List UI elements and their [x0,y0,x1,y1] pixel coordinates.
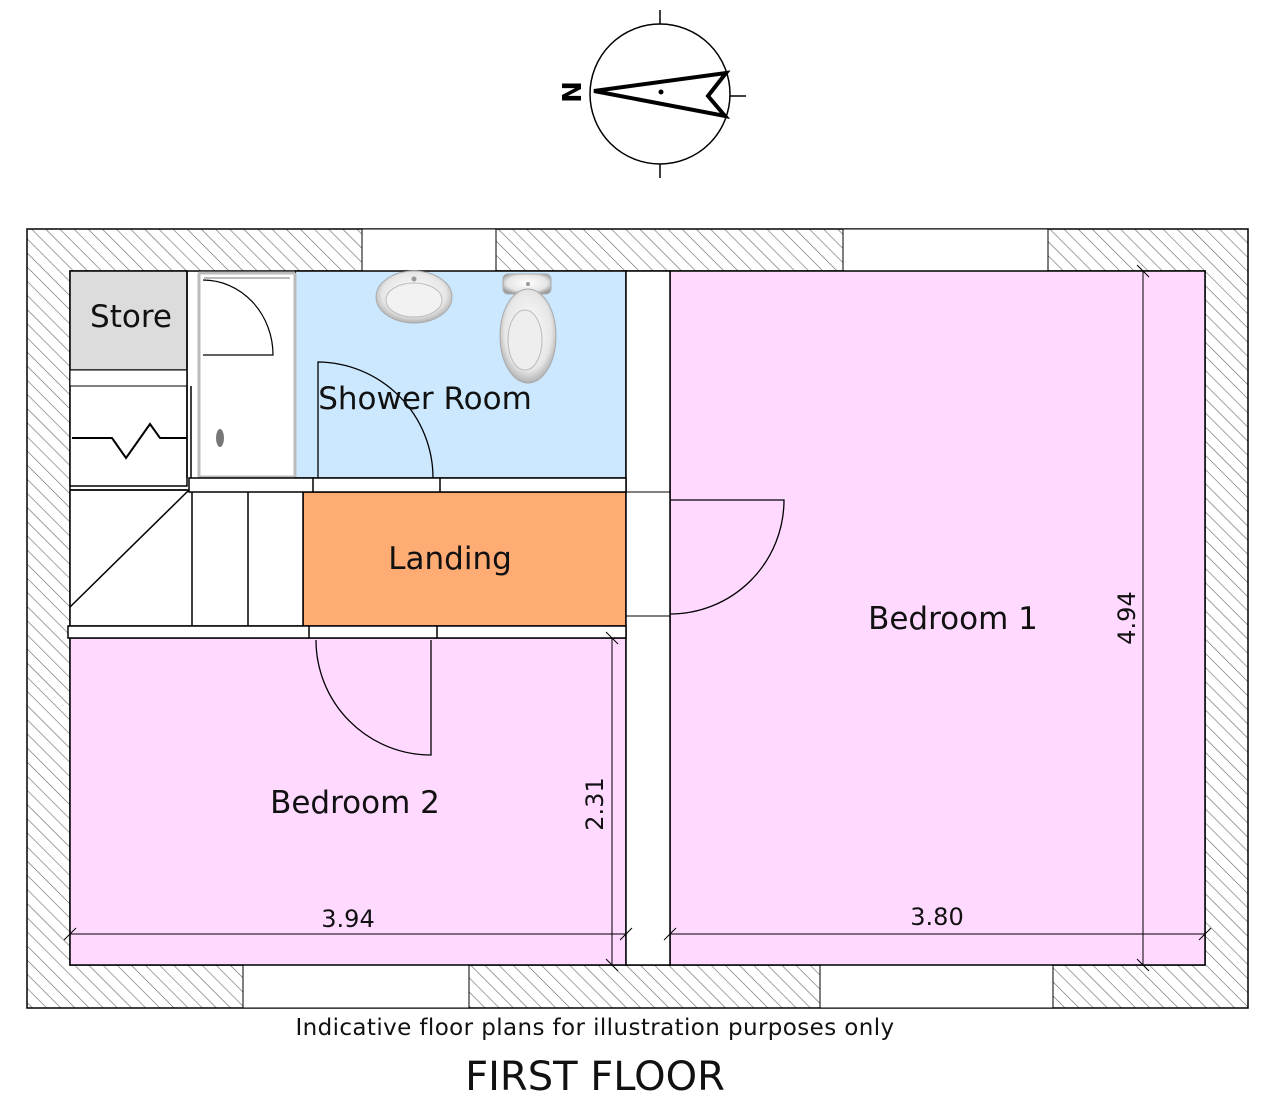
bedroom1-depth-label: 4.94 [1113,591,1141,644]
store-label: Store [90,299,172,335]
shower-room-floor [294,270,627,479]
door-bedroom1 [626,491,785,617]
bedroom2-label: Bedroom 2 [270,785,440,821]
window-top-right [842,228,1049,272]
compass-north-letter: N [558,81,588,103]
door-bedroom2 [308,626,438,756]
compass-icon: N [558,10,746,178]
landing-label: Landing [388,541,512,577]
window-bottom-left [242,964,470,1009]
bedroom2-depth-label: 2.31 [581,777,609,830]
door-shower-room [312,361,441,492]
toilet-icon [499,273,557,384]
internal-walls [67,270,671,966]
shower-drain-icon [216,429,224,447]
bedroom2-width-label: 3.94 [321,905,374,933]
floor-title: FIRST FLOOR [465,1054,725,1100]
window-bottom-right [819,964,1054,1009]
shower-enclosure [197,271,297,479]
staircase [69,371,304,627]
windows [242,228,1054,1009]
bedroom1-floor [669,270,1206,966]
shower-door-swing [202,279,274,356]
disclaimer-text: Indicative floor plans for illustration … [295,1015,895,1041]
shower-room-label: Shower Room [318,381,532,417]
stair-break-line [72,422,187,460]
bedroom1-width-label: 3.80 [910,903,963,931]
bedroom2-floor [69,637,627,966]
window-top-left [361,228,497,272]
landing-floor [302,491,627,627]
wash-basin-icon [375,270,453,324]
bedroom1-label: Bedroom 1 [868,601,1038,637]
dimension-lines [63,264,1212,972]
